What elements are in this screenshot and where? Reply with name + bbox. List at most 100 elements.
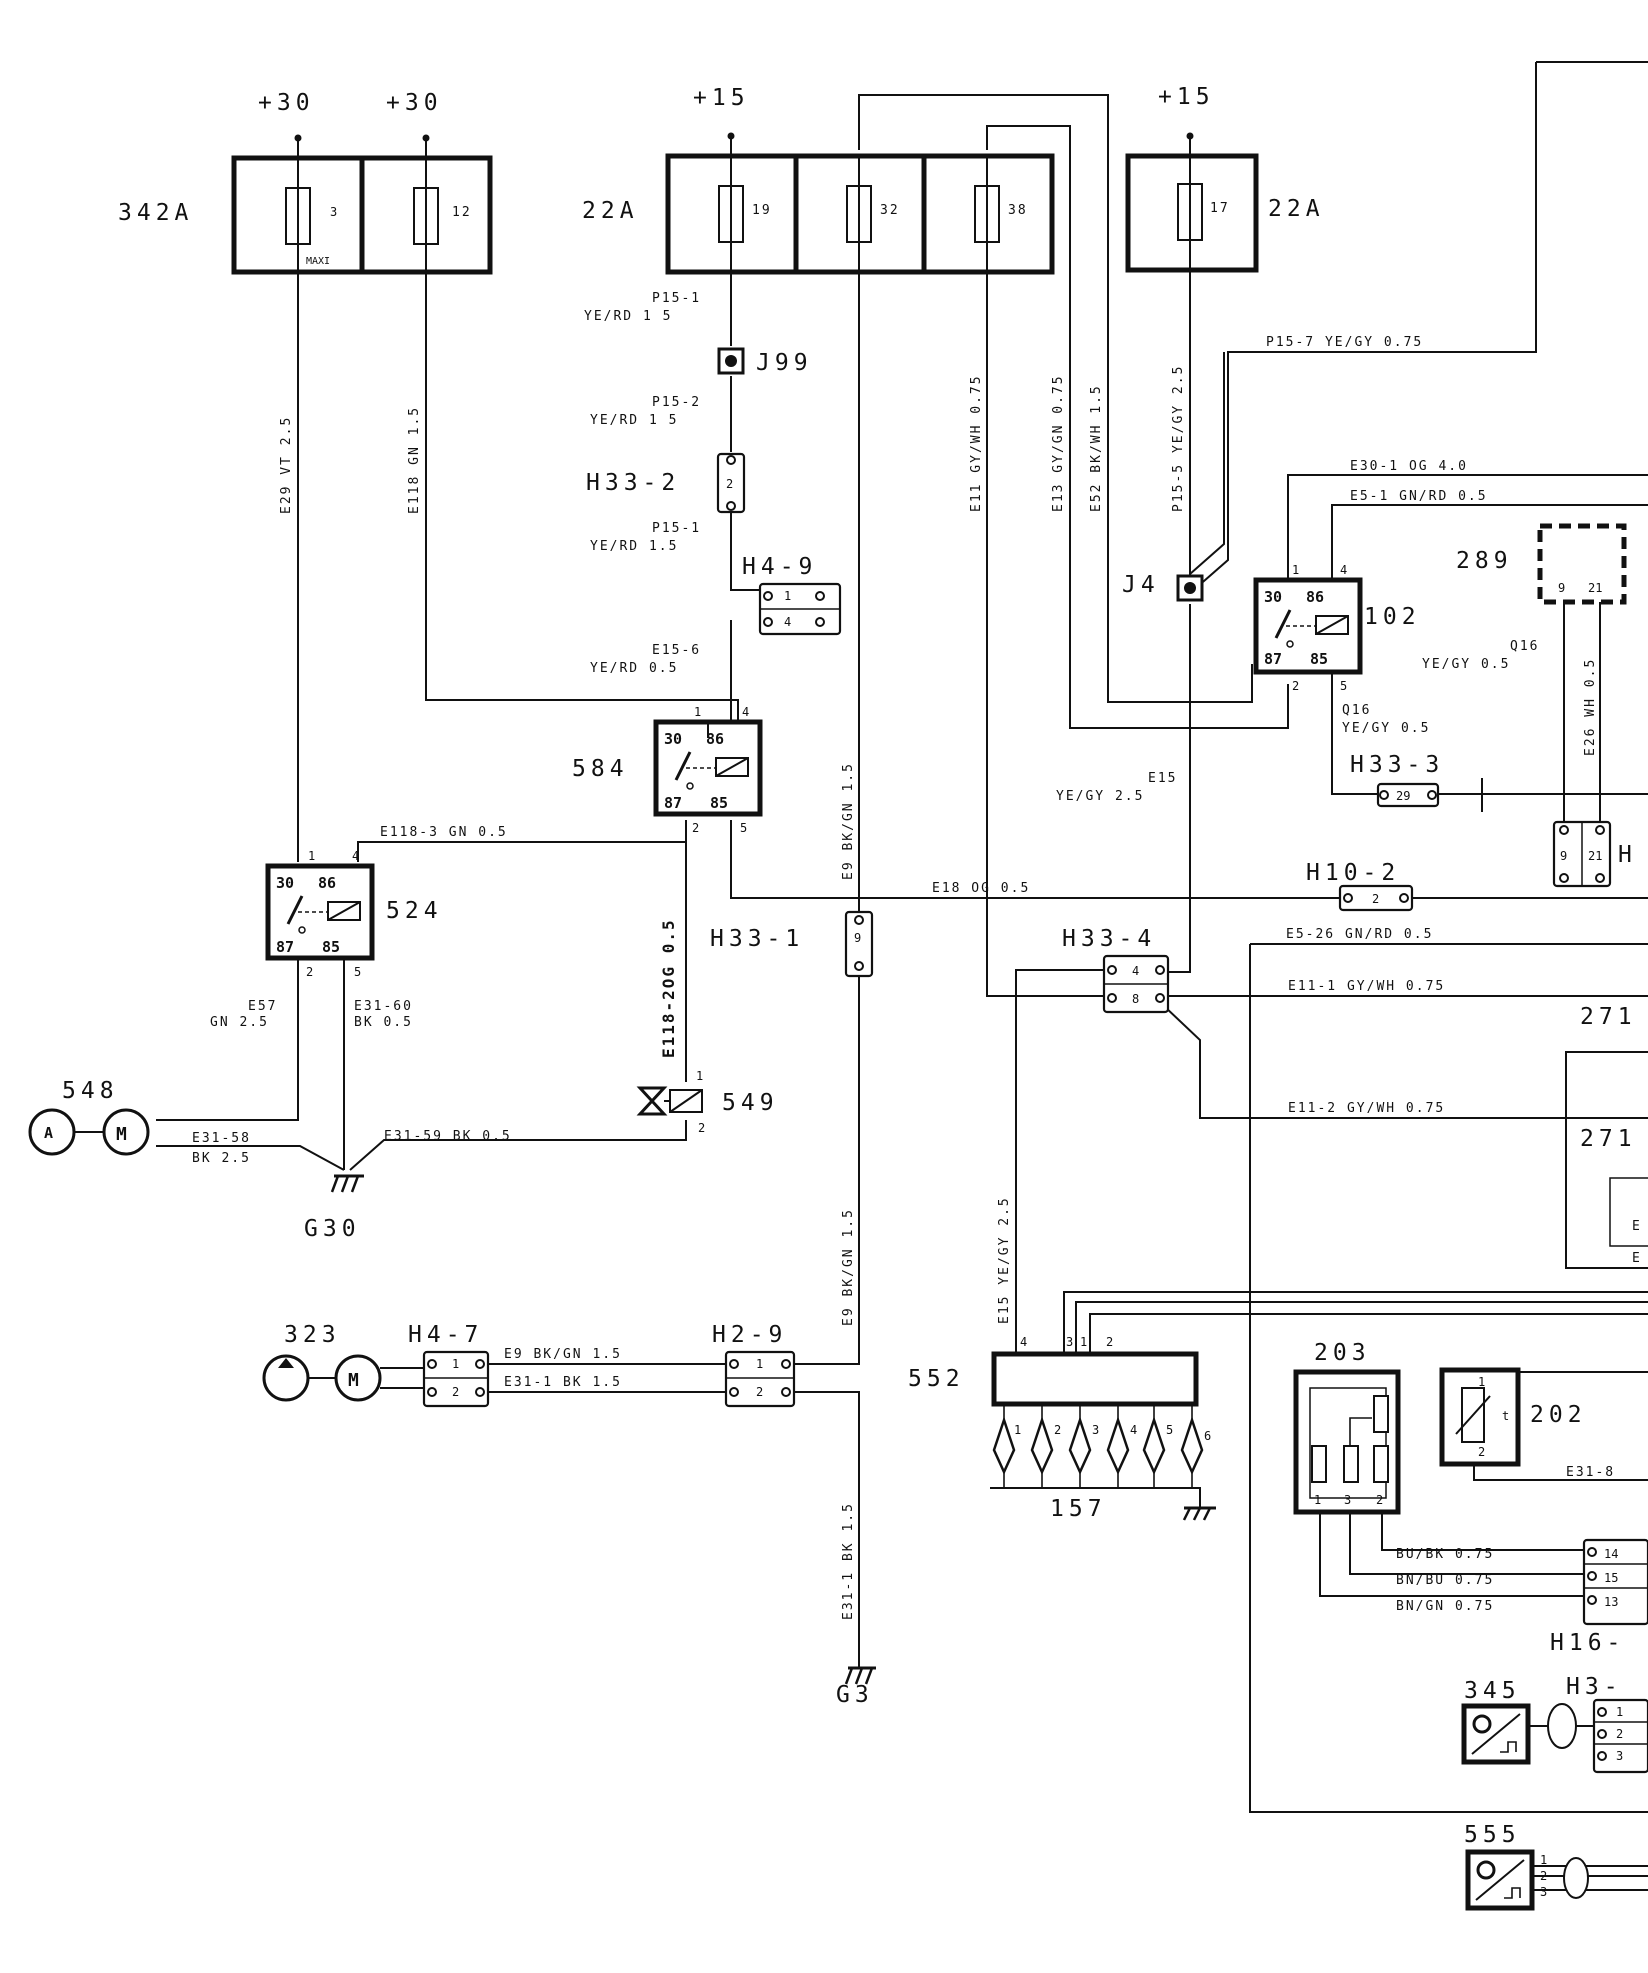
wire-label: P15-5 YE/GY 2.5 [1171,365,1186,512]
svg-text:21: 21 [1588,581,1602,595]
wire-label: E13 GY/GN 0.75 [1051,374,1066,512]
relay-pin: 86 [706,730,724,748]
wire-label: E57 [248,999,277,1014]
relay-terminal: 4 [1340,563,1347,577]
ground-label: G3 [836,1682,874,1708]
relay-pin: 30 [664,730,682,748]
relay-terminal: 1 [694,705,701,719]
supply-labels: +30 +30 +15 +15 [258,84,1210,142]
component-552: 4 3 1 2 552 [908,1335,1199,1407]
svg-text:1: 1 [696,1069,703,1083]
wire-label: YE/GY 0.5 [1342,721,1430,736]
relay-terminal: 4 [742,705,749,719]
wire-label: YE/RD 1.5 [590,539,678,554]
wire-label: Q16 [1342,703,1371,718]
relay-terminal: 2 [692,821,699,835]
svg-text:2: 2 [1054,1423,1061,1437]
wire-label: E11-1 GY/WH 0.75 [1288,979,1445,994]
fuse-box-22A-main: 22A 19 32 38 [582,153,1055,275]
component-202: 1 2 t 202 E31-8 [1439,1367,1613,1480]
connector-label: H2-9 [712,1322,787,1348]
relay-terminal: 4 [352,849,359,863]
relay-label: 102 [1364,604,1421,630]
wire-label: E11 GY/WH 0.75 [969,374,984,512]
wire-label: E31-1 BK 1.5 [504,1375,622,1390]
wire-label: E31-60 [354,999,413,1014]
relay-label: 584 [572,756,629,782]
svg-text:13: 13 [1604,1595,1618,1609]
svg-text:2: 2 [1376,1493,1383,1507]
relay-pin: 86 [318,874,336,892]
wire-label: E15-6 [652,643,701,658]
wire-label: E18 OG 0.5 [932,881,1030,896]
supply-label: +30 [386,90,443,116]
connector-label: H10-2 [1306,860,1400,886]
relay-terminal: 5 [740,821,747,835]
connector-H16: 14 15 13 H16- [1550,1538,1648,1656]
svg-text:1: 1 [784,589,791,603]
svg-text:2: 2 [756,1385,763,1399]
wire-label: E30-1 OG 4.0 [1350,459,1468,474]
wire-label: BU/BK 0.75 [1396,1547,1494,1562]
component-label: 323 [284,1322,341,1348]
svg-text:21: 21 [1588,849,1602,863]
component-label: 202 [1530,1402,1587,1428]
component-289: 9 21 289 [1456,523,1627,605]
wire-label: P15-1 [652,291,701,306]
supply-label: +30 [258,90,315,116]
wire-label: E26 WH 0.5 [1583,658,1598,756]
connector-label: H33-1 [710,926,804,952]
relay-pin: 85 [322,938,340,956]
svg-text:4: 4 [1132,964,1139,978]
fuse-box-342A: 342A 3 12 MAXI [118,155,493,275]
wire-label: P15-7 YE/GY 0.75 [1266,335,1423,350]
svg-text:1: 1 [1478,1375,1485,1389]
svg-text:1: 1 [1014,1423,1021,1437]
wire-label: E52 BK/WH 1.5 [1089,384,1104,512]
svg-text:3: 3 [1092,1423,1099,1437]
splice-J4: J4 [1122,572,1204,602]
fuse-box-name: 22A [582,198,639,224]
component-label: 289 [1456,548,1513,574]
component-label: 203 [1314,1340,1371,1366]
connector-label: H3- [1566,1674,1623,1700]
component-323: M 323 [262,1322,426,1402]
wire-label: YE/RD 1 5 [584,309,672,324]
relay-pin: 87 [276,938,294,956]
component-label: 548 [62,1078,119,1104]
svg-text:9: 9 [854,931,861,945]
svg-text:A: A [44,1124,53,1142]
wire-label: YE/GY 0.5 [1422,657,1510,672]
wire-label: YE/GY 2.5 [1056,789,1144,804]
connector-H4-9: 1 4 H4-9 [742,554,842,636]
svg-text:1: 1 [1080,1335,1087,1349]
component-label: 271 [1580,1126,1637,1152]
svg-text:1: 1 [756,1357,763,1371]
svg-text:8: 8 [1132,992,1139,1006]
component-label: 345 [1464,1678,1521,1704]
fuse-number: 19 [752,203,772,218]
wire-label: P15-2 [652,395,701,410]
component-548: A M 548 [28,1078,150,1156]
connector-label: H [1618,842,1637,868]
connector-H2-9: 1 2 H2-9 [712,1322,796,1408]
fuse-number: 17 [1210,201,1230,216]
svg-text:14: 14 [1604,1547,1618,1561]
fuse-note: MAXI [306,256,330,267]
wire-label: E9 BK/GN 1.5 [504,1347,622,1362]
svg-text:2: 2 [1106,1335,1113,1349]
connector-H4-7: 1 2 H4-7 [408,1322,490,1408]
wire-label: BK 0.5 [354,1015,413,1030]
connector-H33-4: 4 8 H33-4 [1062,926,1170,1014]
svg-text:5: 5 [1166,1423,1173,1437]
wire-label: P15-1 [652,521,701,536]
wire-label: BN/BU 0.75 [1396,1573,1494,1588]
wire-label: E118-2OG 0.5 [659,918,678,1058]
connector-H33-3: 29 H33-3 [1350,752,1439,808]
ground-G3: G3 [836,1666,876,1708]
svg-text:1: 1 [452,1357,459,1371]
component-label: 271 [1580,1004,1637,1030]
wire-label: E31-59 BK 0.5 [384,1129,512,1144]
